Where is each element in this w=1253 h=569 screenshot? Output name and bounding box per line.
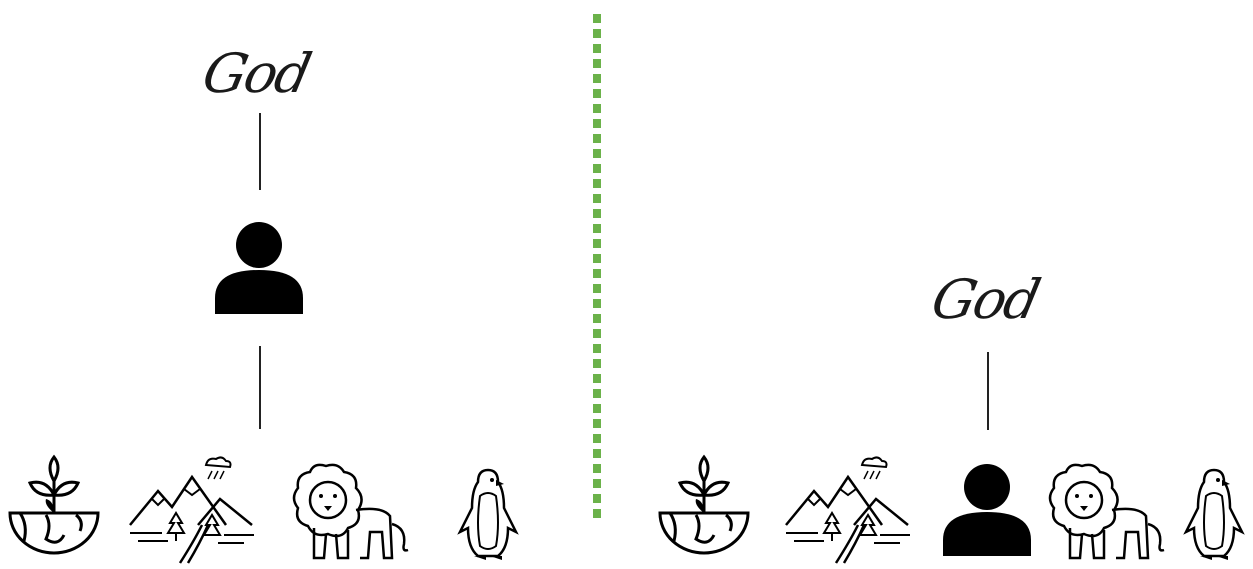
right-god-label: God <box>926 268 1044 331</box>
left-connector-top <box>259 113 261 190</box>
person-icon <box>215 220 303 314</box>
mountains-landscape-icon <box>128 455 258 565</box>
right-connector <box>987 352 989 430</box>
lion-icon <box>1048 462 1168 562</box>
left-god-label: God <box>197 42 315 105</box>
dotted-divider <box>593 14 601 522</box>
left-connector-bottom <box>259 346 261 429</box>
plant-globe-icon <box>656 455 752 555</box>
lion-icon <box>292 462 412 562</box>
plant-globe-icon <box>6 455 102 555</box>
penguin-icon <box>452 468 524 562</box>
mountains-landscape-icon <box>784 455 914 565</box>
penguin-icon <box>1178 468 1250 562</box>
person-icon <box>943 462 1031 556</box>
